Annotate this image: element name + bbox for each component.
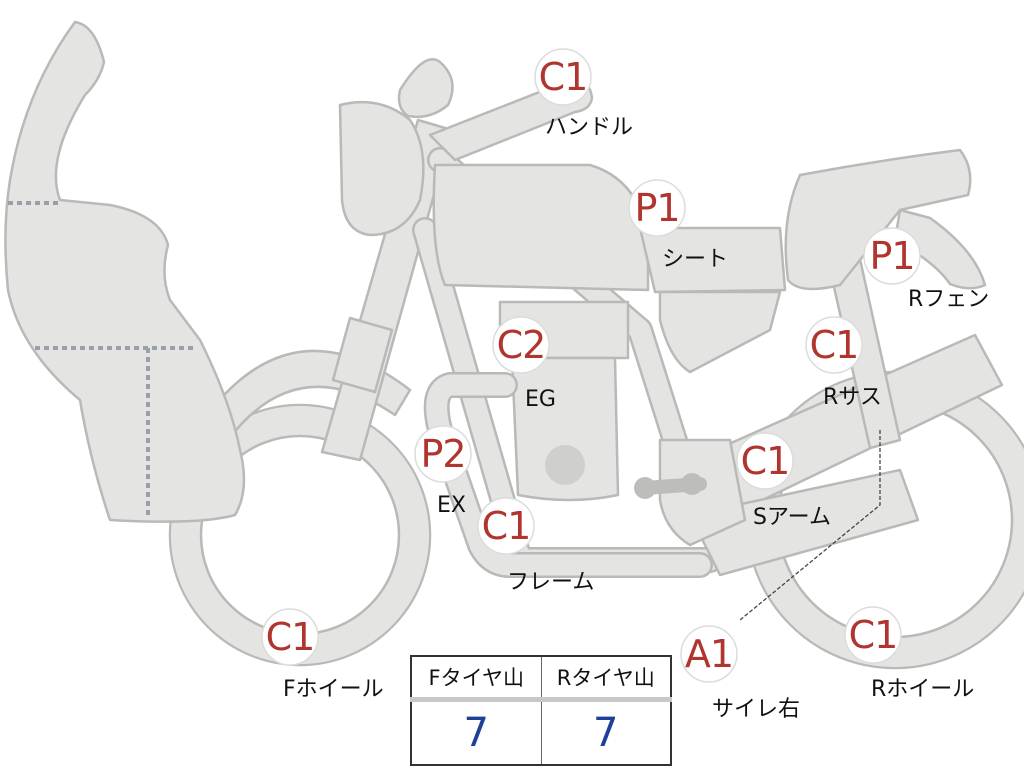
front-tire-value: 7 [410,699,542,766]
rear-tire-value: 7 [540,699,672,766]
silencer-shape [658,438,747,547]
engine-label: EG [525,387,556,412]
swing-arm-label: Sアーム [753,505,831,530]
swing-arm-lower-shape [688,468,920,577]
rear-suspension-code: C1 [809,323,860,367]
frame-code: C1 [481,504,532,548]
mirror-shape [397,58,454,119]
frame-label: フレーム [507,570,595,595]
side-cover-shape [658,290,782,374]
front-wheel-label: Fホイール [283,677,384,702]
seat-shape [638,226,787,294]
rear-wheel-code: C1 [848,613,899,657]
rear-fender-label: Rフェン [908,287,990,312]
exhaust-code: P2 [420,432,466,476]
engine-block-shape [510,356,620,502]
engine-code: C2 [496,323,547,367]
fairing-shape [4,20,246,523]
engine-cover-shape [545,445,585,485]
seat-label: シート [662,247,729,272]
tire-tread-table: Fタイヤ山 Rタイヤ山 7 7 [410,655,672,766]
swing-arm-code: C1 [740,439,791,483]
headlight-shape [338,100,425,237]
rear-wheel-label: Rホイール [871,677,975,702]
seat-code: P1 [634,186,680,230]
silencer-leader-line [739,430,881,621]
silencer-right-label: サイレ右 [712,697,801,722]
front-wheel-code: C1 [265,615,316,659]
fork-sleeve-shape [331,316,394,394]
exhaust-pipe-shape [423,372,713,578]
rear-fender-code: P1 [869,234,915,278]
rear-tire-header: Rタイヤ山 [540,655,672,702]
seat-rear-shape [784,148,972,291]
silencer-right-code: A1 [684,632,734,676]
footpeg-shape [634,473,707,499]
badge-circles [261,48,921,683]
handle-label: ハンドル [545,115,634,140]
handle-code: C1 [538,55,589,99]
rear-fender-shape [893,208,987,290]
rear-suspension-label: Rサス [823,385,882,410]
front-tire-header: Fタイヤ山 [410,655,542,702]
exhaust-label: EX [437,493,466,518]
fuel-tank-shape [432,163,650,292]
